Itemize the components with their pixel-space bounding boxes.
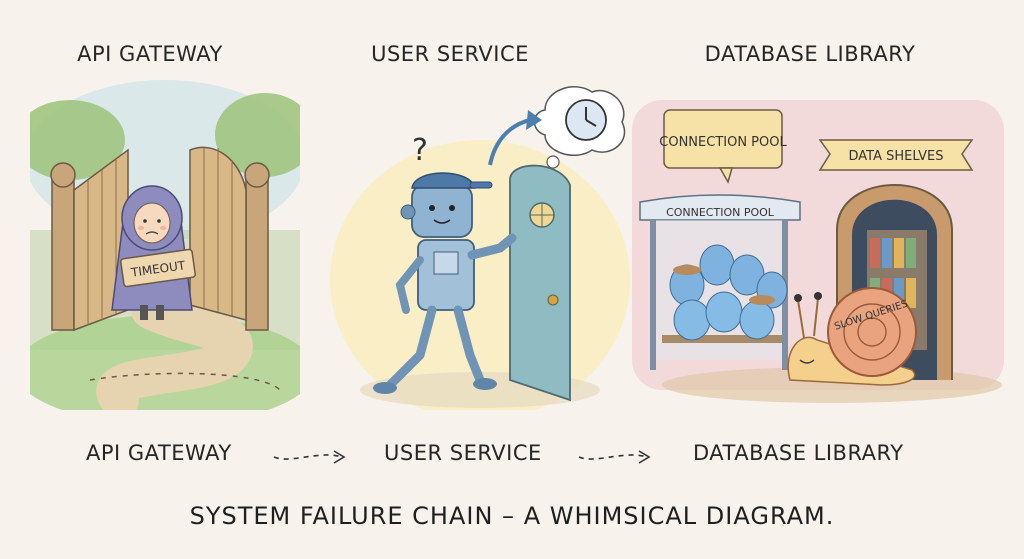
data-shelves-banner: DATA SHELVES	[818, 139, 974, 171]
pool-bubble-text: CONNECTION POOL	[659, 135, 787, 150]
service-title: USER SERVICE	[371, 42, 529, 66]
flow-arrow-1-icon	[273, 450, 346, 464]
gate-post-knob-left	[50, 162, 76, 188]
waiting-connections	[669, 244, 788, 341]
door	[509, 164, 571, 402]
shelter-sign-text: CONNECTION POOL	[666, 206, 775, 219]
robot-leg-back	[385, 305, 437, 390]
gateway-panel: TIMEOUT	[30, 80, 300, 410]
gateway-illustration: TIMEOUT	[30, 80, 300, 410]
flow-step-gateway: API GATEWAY	[86, 441, 232, 465]
gate-post-left	[51, 179, 75, 331]
dirt-path	[96, 291, 253, 410]
up-arrow	[488, 118, 531, 166]
bush-right	[215, 93, 300, 177]
robot-arm	[467, 233, 517, 260]
gate-post-knob-right	[244, 162, 270, 188]
library-illustration: CONNECTION POOL CONNECTION POOL	[632, 100, 1004, 403]
bush-left	[30, 100, 125, 180]
flow-step-service: USER SERVICE	[384, 441, 542, 465]
library-title: DATABASE LIBRARY	[704, 42, 916, 66]
flow-step-library: DATABASE LIBRARY	[693, 441, 904, 465]
question-mark-icon: ?	[412, 133, 428, 168]
snail-shell	[827, 287, 917, 377]
shelter-sign	[639, 194, 801, 221]
flow-arrow-2-icon	[578, 450, 651, 464]
banner-text: DATA SHELVES	[848, 149, 943, 164]
path-dashes	[89, 372, 281, 391]
robot-head	[411, 184, 473, 238]
robot	[373, 172, 517, 394]
gate-post-right	[245, 179, 269, 331]
timeout-sign: TIMEOUT	[120, 248, 196, 288]
diagram-caption: SYSTEM FAILURE CHAIN – A WHIMSICAL DIAGR…	[189, 502, 835, 530]
service-illustration: ?	[330, 86, 630, 410]
door-knob	[547, 294, 559, 306]
robot-body	[417, 239, 475, 311]
gateway-title: API GATEWAY	[77, 42, 223, 66]
library-panel: CONNECTION POOL CONNECTION POOL	[632, 80, 1004, 410]
service-panel: ?	[330, 80, 630, 410]
robot-leg-front	[453, 305, 485, 385]
thought-bubble	[533, 86, 626, 179]
sad-face	[133, 202, 171, 244]
snail: SLOW QUERIES	[787, 287, 917, 386]
pool-speech-bubble: CONNECTION POOL	[659, 109, 787, 184]
